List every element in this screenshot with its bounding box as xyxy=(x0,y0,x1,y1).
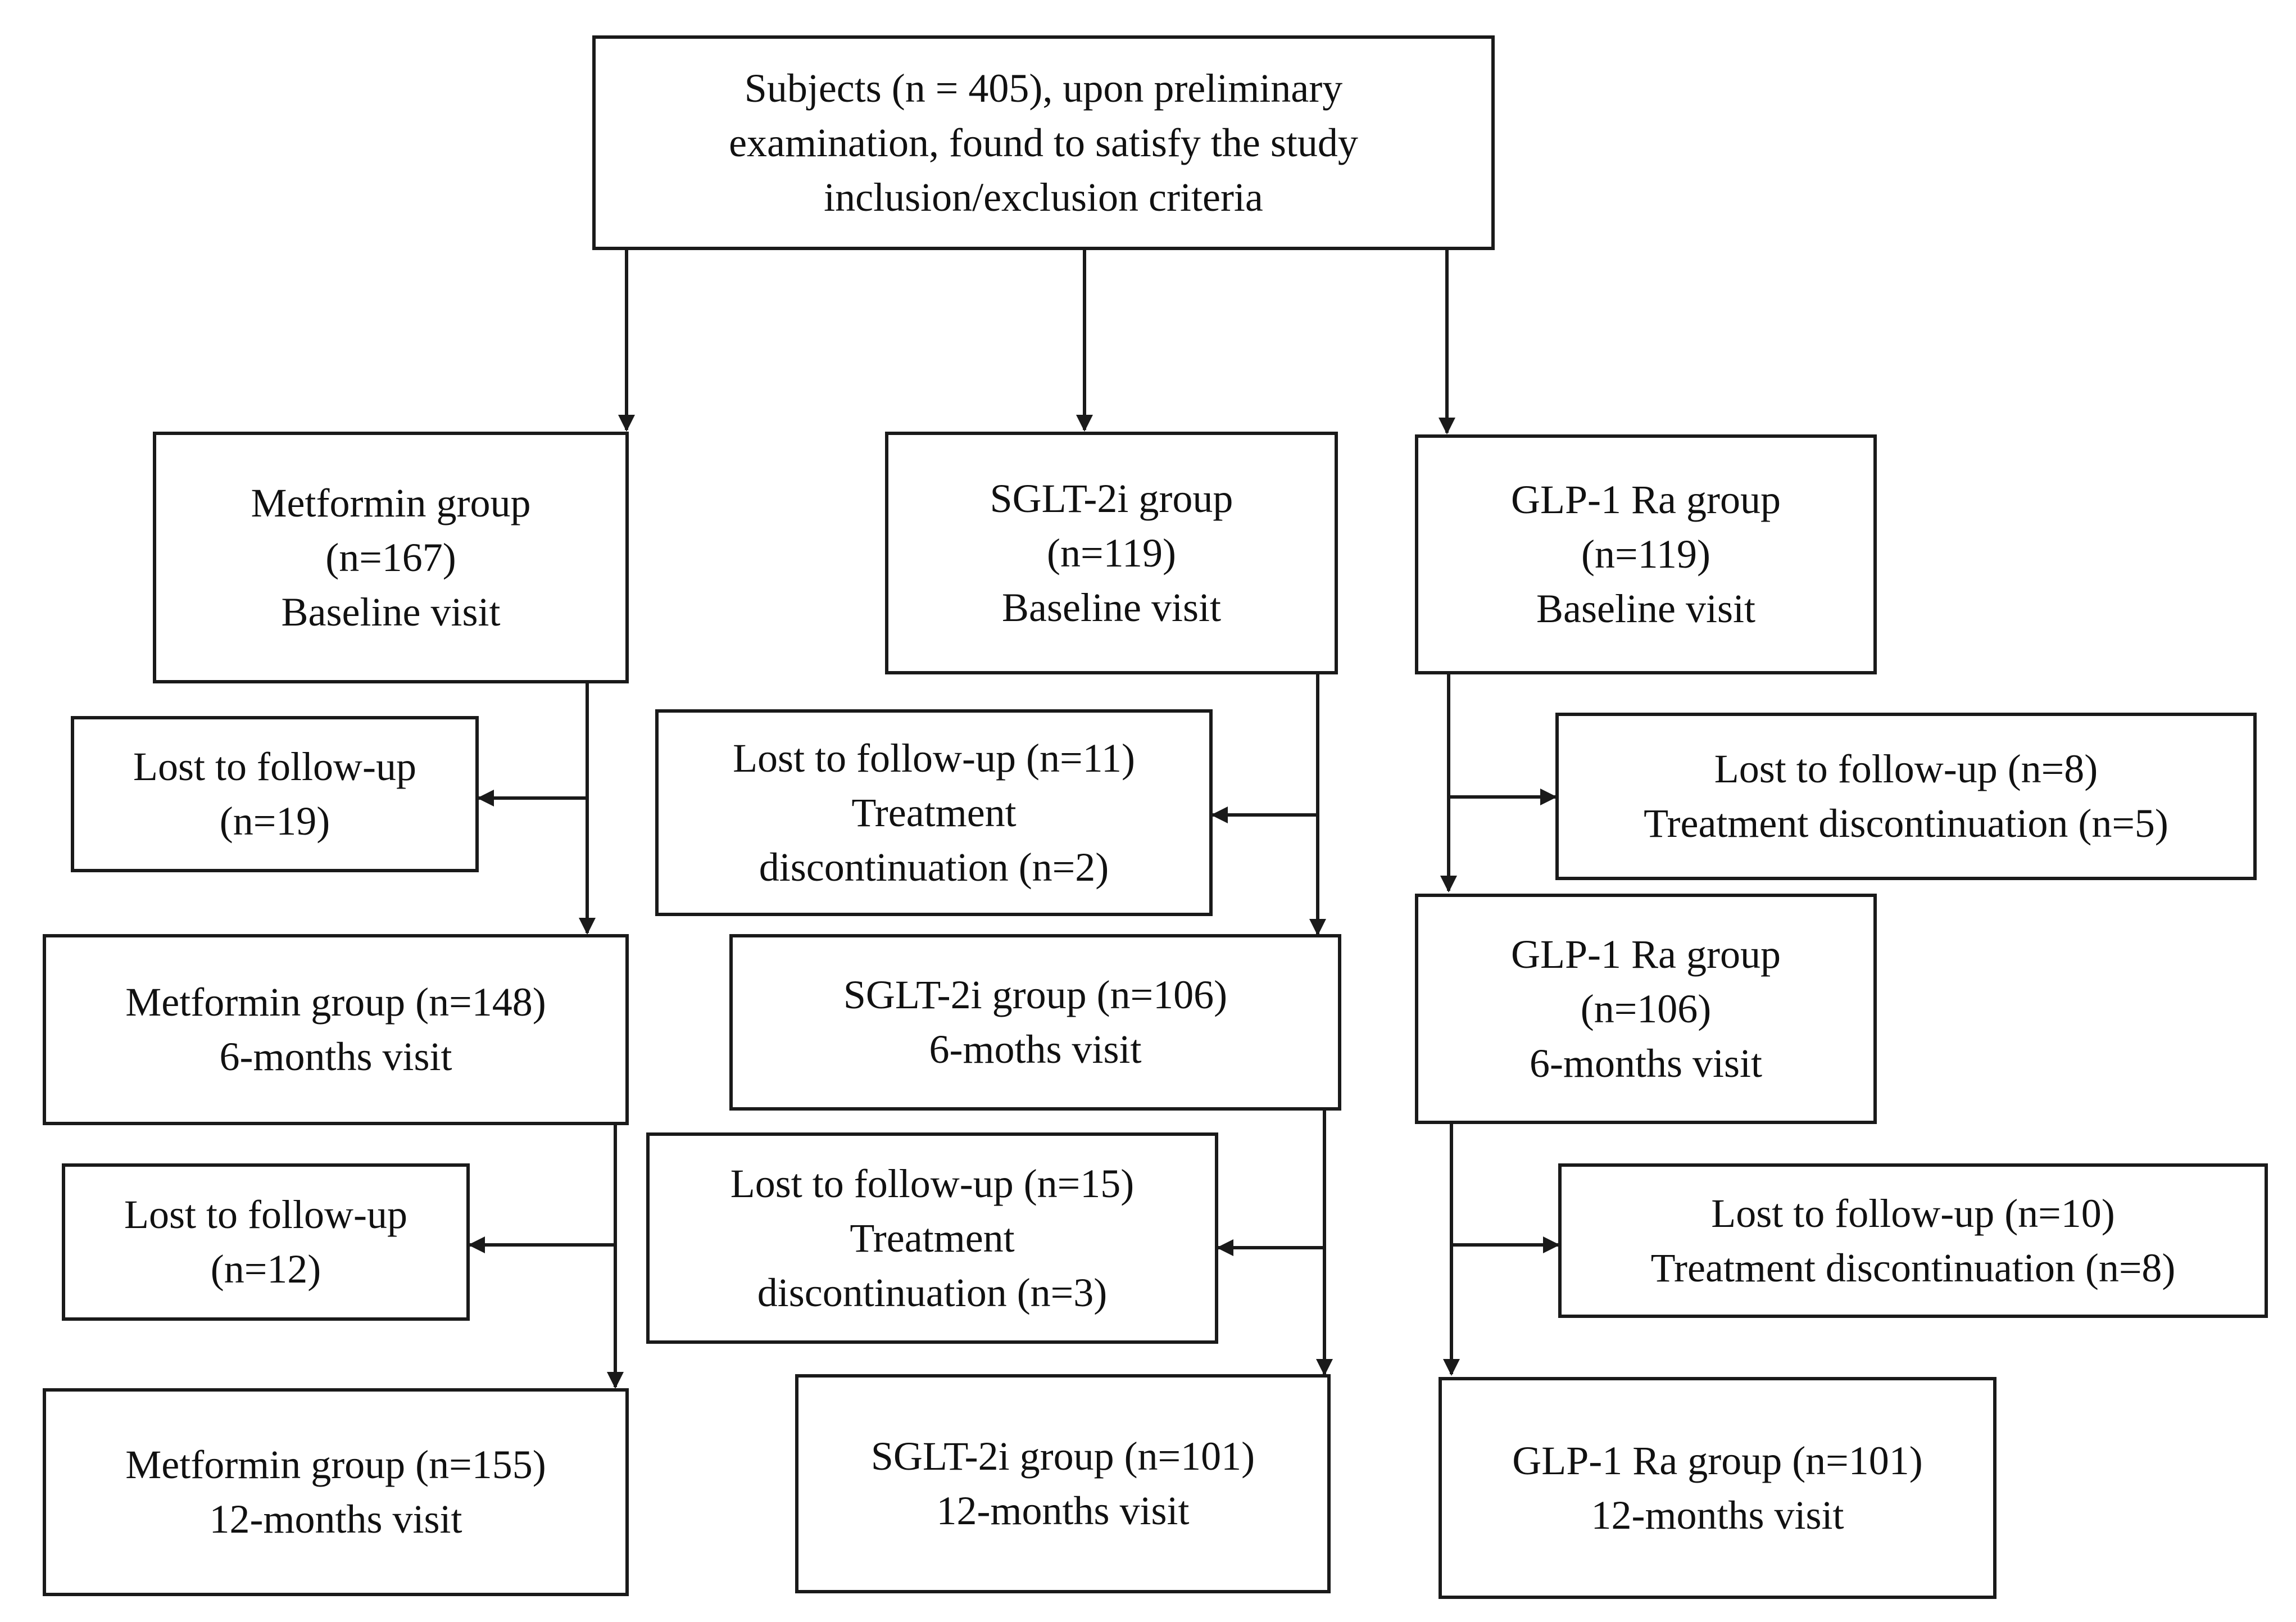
metformin-baseline-line-2: (n=167) xyxy=(325,534,456,580)
metformin-12m-line-2: 12-months visit xyxy=(209,1497,462,1542)
metformin-12m-box: Metformin group (n=155) 12-months visit xyxy=(43,1388,629,1596)
sglt2-12m-box: SGLT-2i group (n=101) 12-months visit xyxy=(795,1374,1331,1593)
metformin-6m-box: Metformin group (n=148) 6-months visit xyxy=(43,934,629,1125)
sglt2-6m-line-2: 6-moths visit xyxy=(929,1027,1142,1072)
metformin-loss-12m-line-1: Lost to follow-up xyxy=(124,1192,407,1237)
sglt2-baseline-line-2: (n=119) xyxy=(1047,530,1176,576)
sglt2-12m-line-1: SGLT-2i group (n=101) xyxy=(870,1434,1255,1479)
screening-box: Subjects (n = 405), upon preliminary exa… xyxy=(592,35,1495,250)
glp1-baseline-line-3: Baseline visit xyxy=(1536,586,1755,631)
glp1-6m-line-3: 6-months visit xyxy=(1529,1040,1763,1086)
sglt2-loss-12m-line-2: Treatment xyxy=(850,1215,1015,1261)
sglt2-loss-12m-box: Lost to follow-up (n=15) Treatment disco… xyxy=(646,1132,1218,1344)
metformin-loss-12m-box: Lost to follow-up (n=12) xyxy=(62,1163,470,1321)
glp1-baseline-line-2: (n=119) xyxy=(1581,532,1710,577)
sglt2-6m-box: SGLT-2i group (n=106) 6-moths visit xyxy=(729,934,1341,1111)
glp1-baseline-line-1: GLP-1 Ra group xyxy=(1511,477,1781,522)
glp1-loss-6m-line-2: Treatment discontinuation (n=5) xyxy=(1644,801,2168,846)
glp1-6m-line-2: (n=106) xyxy=(1580,986,1712,1031)
glp1-12m-line-2: 12-months visit xyxy=(1591,1492,1844,1538)
metformin-baseline-box: Metformin group (n=167) Baseline visit xyxy=(153,432,629,683)
sglt2-baseline-box: SGLT-2i group (n=119) Baseline visit xyxy=(885,432,1338,674)
sglt2-loss-12m-line-1: Lost to follow-up (n=15) xyxy=(730,1161,1135,1206)
metformin-loss-6m-line-2: (n=19) xyxy=(219,799,330,844)
glp1-loss-12m-line-2: Treatment discontinuation (n=8) xyxy=(1650,1245,2176,1290)
glp1-loss-6m-box: Lost to follow-up (n=8) Treatment discon… xyxy=(1555,713,2257,880)
metformin-6m-line-2: 6-months visit xyxy=(219,1034,452,1079)
metformin-loss-12m-line-2: (n=12) xyxy=(210,1247,321,1292)
metformin-loss-6m-line-1: Lost to follow-up xyxy=(133,744,416,789)
metformin-baseline-line-3: Baseline visit xyxy=(281,589,501,635)
metformin-6m-line-1: Metformin group (n=148) xyxy=(125,980,546,1025)
sglt2-baseline-line-3: Baseline visit xyxy=(1002,585,1221,630)
glp1-loss-12m-line-1: Lost to follow-up (n=10) xyxy=(1711,1190,2115,1236)
sglt2-12m-line-2: 12-months visit xyxy=(936,1488,1190,1533)
sglt2-loss-6m-line-3: discontinuation (n=2) xyxy=(759,844,1109,890)
glp1-loss-12m-box: Lost to follow-up (n=10) Treatment disco… xyxy=(1558,1163,2268,1318)
sglt2-baseline-line-1: SGLT-2i group xyxy=(990,475,1233,521)
metformin-12m-line-1: Metformin group (n=155) xyxy=(125,1442,546,1487)
sglt2-loss-6m-box: Lost to follow-up (n=11) Treatment disco… xyxy=(655,709,1213,916)
sglt2-loss-6m-line-2: Treatment xyxy=(851,790,1017,835)
metformin-loss-6m-box: Lost to follow-up (n=19) xyxy=(71,716,479,872)
glp1-12m-line-1: GLP-1 Ra group (n=101) xyxy=(1512,1438,1923,1483)
glp1-6m-box: GLP-1 Ra group (n=106) 6-months visit xyxy=(1415,894,1877,1124)
glp1-baseline-box: GLP-1 Ra group (n=119) Baseline visit xyxy=(1415,434,1877,674)
metformin-baseline-line-1: Metformin group xyxy=(251,480,531,525)
screening-line-1: Subjects (n = 405), upon preliminary xyxy=(744,65,1343,111)
glp1-loss-6m-line-1: Lost to follow-up (n=8) xyxy=(1714,746,2098,791)
screening-line-2: examination, found to satisfy the study xyxy=(729,120,1358,165)
sglt2-loss-6m-line-1: Lost to follow-up (n=11) xyxy=(733,735,1135,781)
screening-line-3: inclusion/exclusion criteria xyxy=(824,174,1263,220)
glp1-12m-box: GLP-1 Ra group (n=101) 12-months visit xyxy=(1439,1377,1996,1599)
sglt2-loss-12m-line-3: discontinuation (n=3) xyxy=(757,1270,1108,1315)
sglt2-6m-line-1: SGLT-2i group (n=106) xyxy=(843,972,1228,1017)
glp1-6m-line-1: GLP-1 Ra group xyxy=(1511,931,1781,977)
